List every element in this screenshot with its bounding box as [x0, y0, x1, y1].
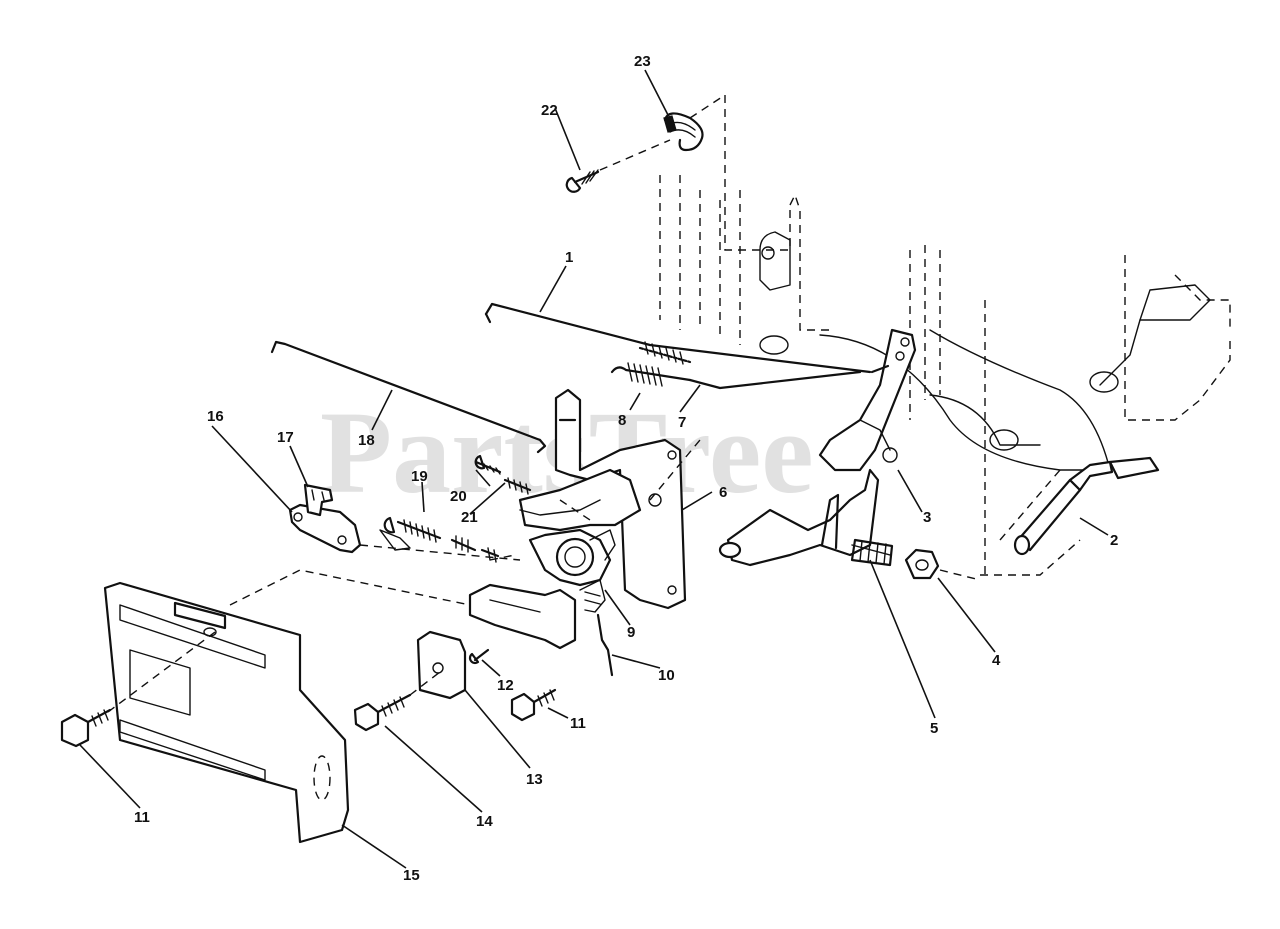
callout-19: 19 [411, 468, 428, 485]
part-22-screw [565, 169, 600, 193]
linkage-assembly [468, 468, 642, 677]
part-12-screw [468, 648, 490, 665]
callout-13: 13 [526, 771, 543, 788]
engine-block-outline [659, 95, 1231, 580]
callout-9: 9 [627, 624, 635, 641]
part-18-choke-rod [270, 340, 547, 454]
callout-22: 22 [541, 102, 558, 119]
callout-15: 15 [403, 867, 420, 884]
part-5-control-lever [718, 468, 894, 567]
callouts: 1 2 3 4 5 6 7 8 9 10 11 11 12 13 14 15 1… [134, 53, 1118, 884]
callout-16: 16 [207, 408, 224, 425]
callout-23: 23 [634, 53, 651, 70]
callout-12: 12 [497, 677, 514, 694]
callout-6: 6 [719, 484, 727, 501]
callout-11a: 11 [570, 715, 586, 732]
callout-17: 17 [277, 429, 294, 446]
part-20-screw [474, 454, 502, 475]
callout-10: 10 [658, 667, 675, 684]
callout-4: 4 [992, 652, 1001, 669]
part-11-screw-right [510, 688, 557, 722]
callout-5: 5 [930, 720, 938, 737]
part-13-clip [416, 630, 467, 700]
part-19-screw [383, 516, 500, 563]
part-14-screw [353, 693, 412, 732]
part-11-screw-left [60, 708, 112, 748]
callout-14: 14 [476, 813, 493, 830]
callout-3: 3 [923, 509, 931, 526]
part-21-spring [503, 477, 532, 495]
part-7-link-rod [688, 370, 862, 390]
callout-8: 8 [618, 412, 626, 429]
part-4-nut [904, 548, 940, 580]
callout-1: 1 [565, 249, 573, 266]
part-15-cover-plate [103, 581, 350, 844]
part-8-spring [610, 362, 692, 387]
callout-21: 21 [461, 509, 478, 526]
part-3-lever [818, 328, 917, 472]
part-6-bracket [554, 388, 687, 610]
callout-18: 18 [358, 432, 375, 449]
callout-20: 20 [450, 488, 467, 505]
callout-2: 2 [1110, 532, 1118, 549]
callout-7: 7 [678, 414, 686, 431]
callout-11b: 11 [134, 809, 150, 826]
part-23-clamp [663, 112, 704, 152]
part-2-shaft [999, 456, 1160, 556]
leader-lines [79, 69, 1109, 869]
part-1-governor-rod [484, 302, 872, 374]
part-17-clip [303, 483, 411, 551]
